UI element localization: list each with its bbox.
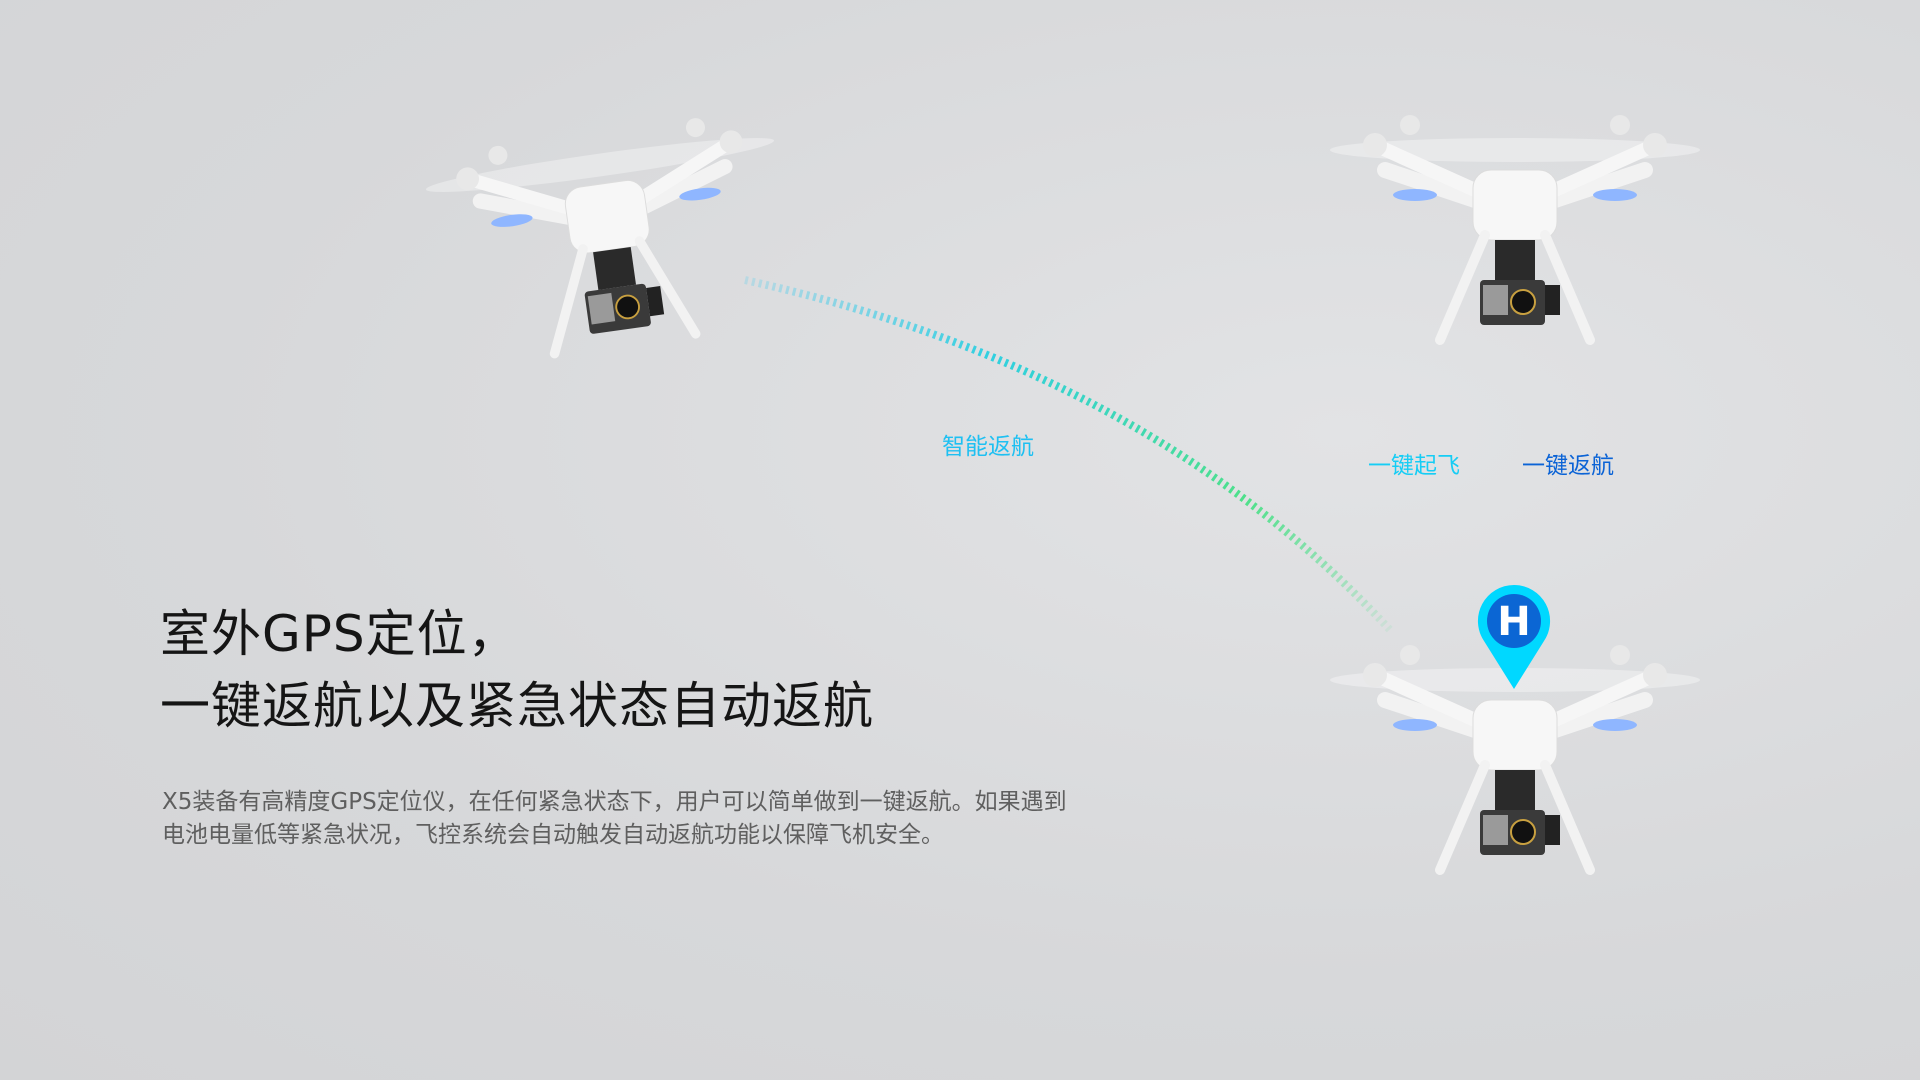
- label-smart-return: 智能返航: [942, 434, 1034, 460]
- description: X5装备有高精度GPS定位仪，在任何紧急状态下，用户可以简单做到一键返航。如果遇…: [162, 789, 1067, 848]
- path-smart-return: [744, 276, 1393, 633]
- title-line-2: 一键返航以及紧急状态自动返航: [160, 677, 874, 735]
- drone-top-right: [1330, 115, 1700, 340]
- page-title: 室外GPS定位， 一键返航以及紧急状态自动返航: [160, 598, 874, 742]
- home-letter: H: [1497, 599, 1531, 645]
- label-one-key-takeoff: 一键起飞: [1368, 453, 1460, 479]
- label-one-key-return: 一键返航: [1522, 453, 1614, 479]
- home-pin-icon: H: [1476, 583, 1552, 691]
- title-line-1: 室外GPS定位，: [160, 605, 519, 663]
- drone-top-left: [421, 108, 799, 369]
